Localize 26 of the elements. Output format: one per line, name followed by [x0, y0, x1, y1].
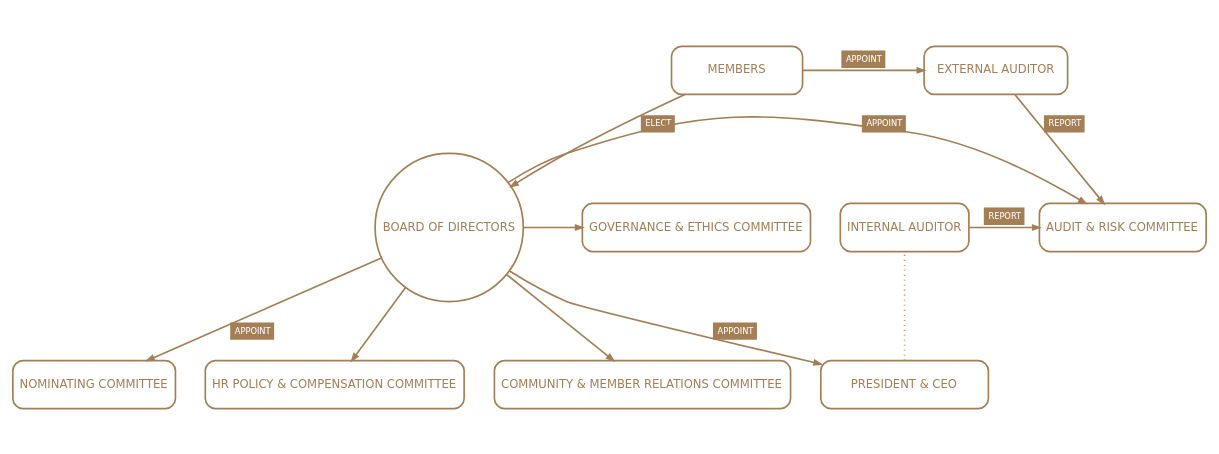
node-circle: BOARD OF DIRECTORS — [374, 152, 525, 302]
edge-label: APPOINT — [845, 53, 882, 64]
arrow — [350, 286, 407, 362]
node-box: INTERNAL AUDITOR — [839, 202, 970, 252]
node-box: MEMBERS — [670, 45, 804, 95]
node-box: GOVERNANCE & ETHICS COMMITTEE — [581, 202, 812, 252]
arrow — [508, 93, 686, 188]
node-box: HR POLICY & COMPENSATION COMMITTEE — [204, 359, 465, 409]
arrow — [522, 223, 585, 231]
arrow — [1014, 93, 1106, 205]
node-box: AUDIT & RISK COMMITTEE — [1038, 202, 1207, 252]
arrow — [144, 256, 383, 362]
arrow — [508, 269, 824, 366]
edge-label: REPORT — [988, 210, 1022, 221]
arrow — [505, 273, 616, 362]
edge-label: REPORT — [1048, 117, 1082, 128]
node-box: NOMINATING COMMITTEE — [12, 359, 177, 409]
edge-label: APPOINT — [234, 325, 271, 336]
edge-label: APPOINT — [717, 325, 754, 336]
node-box: PRESIDENT & CEO — [820, 359, 990, 409]
node-box: EXTERNAL AUDITOR — [923, 45, 1069, 95]
arrow — [801, 66, 927, 74]
arrow — [968, 223, 1042, 231]
edge-label: ELECT — [645, 117, 672, 128]
node-box: COMMUNITY & MEMBER RELATIONS COMMITTEE — [493, 359, 792, 409]
edge-label: APPOINT — [866, 117, 903, 128]
